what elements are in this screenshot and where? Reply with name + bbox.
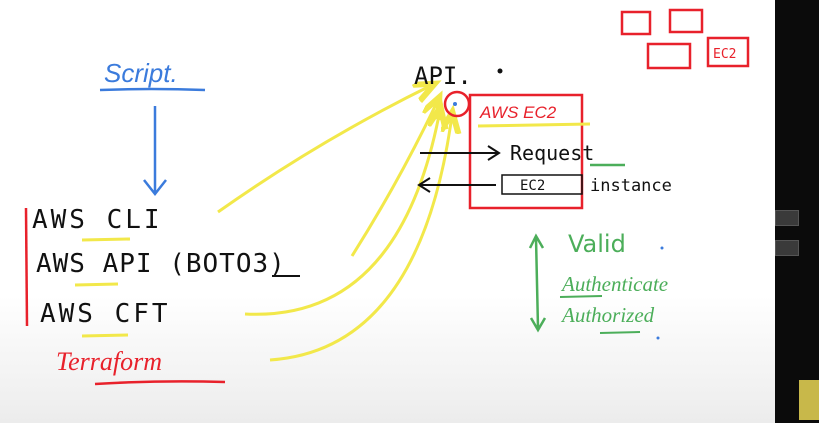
request-label: Request xyxy=(510,141,594,165)
ec2-response-box xyxy=(501,174,583,195)
whiteboard xyxy=(0,0,775,423)
ec2-response-label: EC2 xyxy=(520,178,545,194)
drawing-canvas: Script. AWS CLI AWS API (BOTO3) AWS CFT … xyxy=(24,8,750,386)
arrow-cft-to-api xyxy=(244,110,440,316)
red-bracket xyxy=(24,207,29,327)
cft-underline xyxy=(81,333,129,338)
aws-ec2-box xyxy=(468,93,584,210)
tool-aws-cli: AWS CLI xyxy=(32,205,163,235)
participant-thumbnail[interactable] xyxy=(775,240,799,256)
green-double-arrow xyxy=(528,233,547,333)
check-authorized: Authorized xyxy=(560,303,655,327)
blue-down-arrow xyxy=(143,106,167,197)
tool-terraform: Terraform xyxy=(56,347,162,376)
corner-box-label: EC2 xyxy=(713,47,736,62)
aws-title-underline xyxy=(477,122,591,128)
yellow-tab xyxy=(799,380,819,420)
instance-box-3 xyxy=(646,42,692,70)
response-arrow xyxy=(417,177,496,193)
check-valid: Valid xyxy=(568,230,626,258)
dot xyxy=(660,246,664,250)
api-underline xyxy=(74,282,119,287)
request-arrow xyxy=(420,145,501,161)
video-sidebar xyxy=(775,0,819,423)
arrow-api-to-api xyxy=(350,100,438,257)
arrow-terraform-to-api xyxy=(269,115,452,362)
instance-box-4 xyxy=(706,36,750,68)
check-authenticate: Authenticate xyxy=(560,272,668,296)
dot xyxy=(453,102,457,106)
terraform-underline xyxy=(94,380,226,386)
dot xyxy=(497,68,503,74)
authorized-underline xyxy=(599,331,641,334)
tool-aws-api: AWS API (BOTO3) xyxy=(36,249,286,279)
dot xyxy=(656,336,660,340)
script-label: Script. xyxy=(104,58,178,88)
cli-underline xyxy=(81,237,131,242)
instance-box-2 xyxy=(668,8,704,34)
participant-thumbnail[interactable] xyxy=(775,210,799,226)
api-label: API. xyxy=(414,62,472,90)
arrow-cli-to-api xyxy=(217,85,432,214)
aws-ec2-title: AWS EC2 xyxy=(479,103,557,122)
instance-label: instance xyxy=(590,176,672,196)
authenticate-underline xyxy=(559,295,603,298)
tool-aws-cft: AWS CFT xyxy=(40,299,171,329)
instance-box-1 xyxy=(620,10,652,36)
script-underline xyxy=(99,87,206,92)
